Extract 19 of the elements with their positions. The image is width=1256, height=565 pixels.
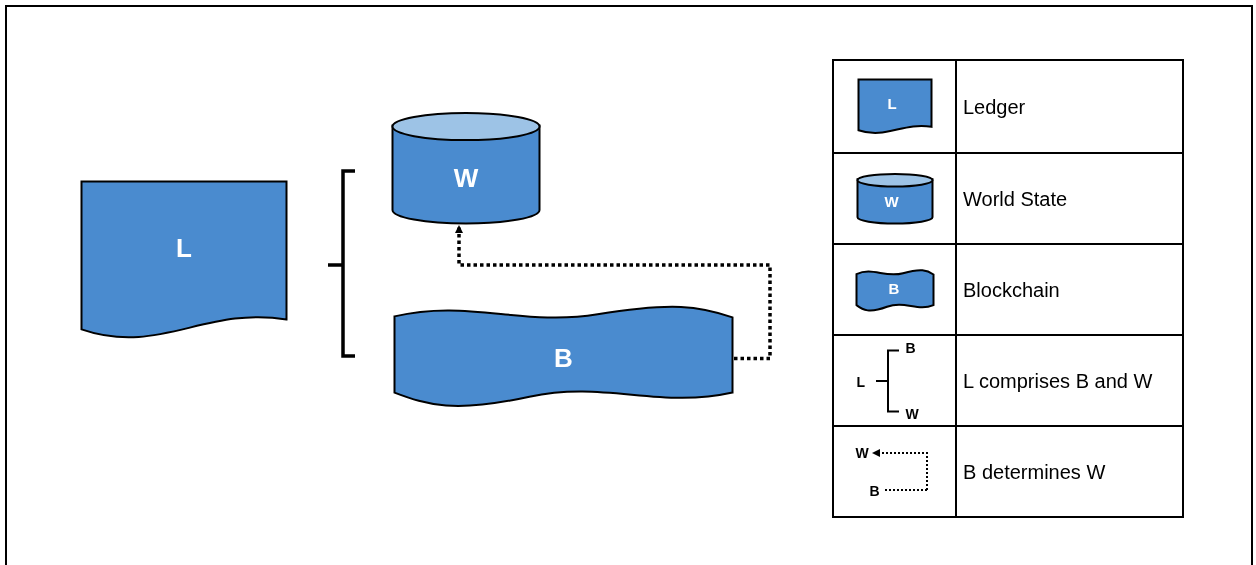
legend-letter: L	[887, 95, 897, 111]
legend-letter: L	[856, 374, 866, 389]
legend-text: Blockchain	[963, 277, 1060, 303]
legend-text: World State	[963, 186, 1068, 212]
legend-letter: W	[884, 193, 899, 209]
legend-letter: B	[905, 340, 916, 355]
legend-letter: B	[888, 280, 900, 296]
dotted-arrow	[455, 225, 772, 361]
node-label: L	[176, 235, 192, 261]
legend-letter: W	[855, 445, 869, 460]
legend-text: L comprises B and W	[963, 368, 1153, 394]
node-label: B	[554, 344, 573, 371]
cylinder-shape	[391, 112, 541, 225]
legend-text: Ledger	[963, 94, 1026, 120]
wave-shape	[393, 304, 734, 407]
legend-letter: B	[869, 483, 880, 498]
legend-text: B determines W	[963, 459, 1106, 485]
legend-letter: W	[905, 406, 919, 421]
node-label: W	[453, 164, 479, 191]
